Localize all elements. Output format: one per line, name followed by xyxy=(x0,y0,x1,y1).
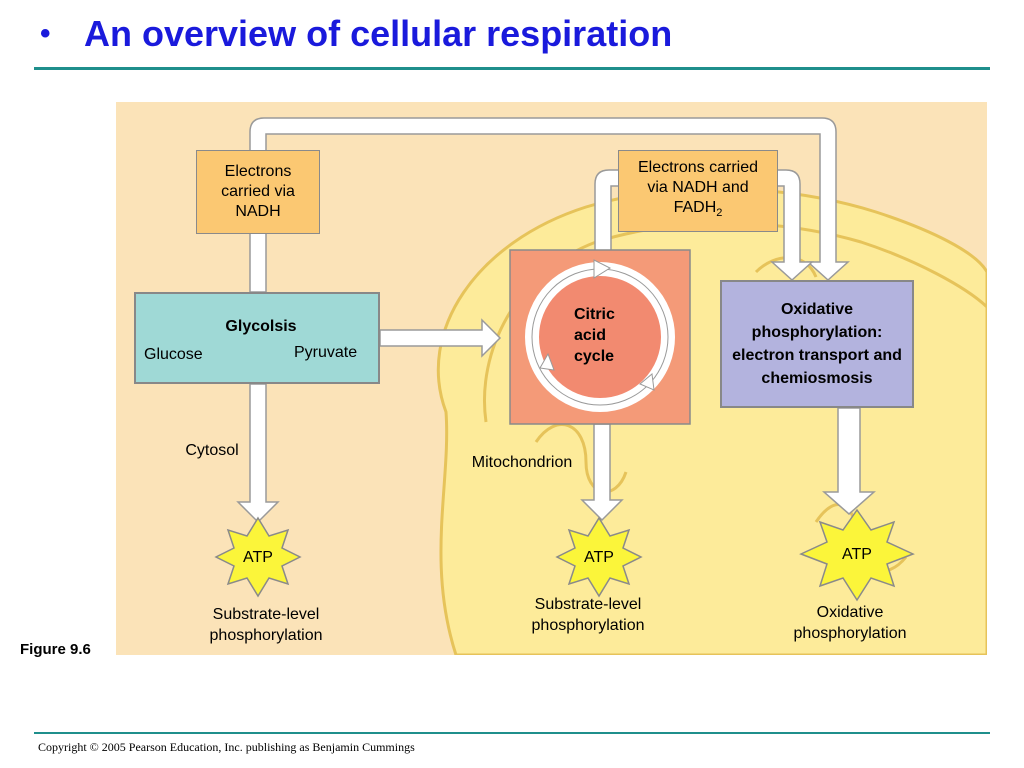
arrow-glycolysis-atp xyxy=(236,383,280,524)
caption-substrate-level-2: Substrate-level phosphorylation xyxy=(531,596,645,634)
slide-title: An overview of cellular respiration xyxy=(84,13,673,54)
glucose-label: Glucose xyxy=(144,346,203,363)
bullet-icon: • xyxy=(40,17,51,50)
electrons-nadh-fadh-line1: Electrons carried xyxy=(637,159,759,177)
arrow-nadh-fadh-loop xyxy=(594,169,814,282)
atp-burst-1 xyxy=(214,516,302,598)
mitochondrion-label: Mitochondrion xyxy=(471,454,573,471)
atp-label-1: ATP xyxy=(243,549,273,566)
electrons-nadh-fadh-box: Electrons carried via NADH and FADH2 xyxy=(618,150,778,232)
glycolysis-title: Glycolsis xyxy=(225,318,297,335)
caption-oxidative: Oxidative phosphorylation xyxy=(793,604,907,642)
cycle-arrowhead-icon xyxy=(593,259,612,279)
oxidative-phosphorylation-box: Oxidative phosphorylation: electron tran… xyxy=(720,280,914,408)
atp-label-3: ATP xyxy=(842,546,872,563)
arrow-pyruvate-citric xyxy=(379,318,502,358)
oxidative-box-label: Oxidative phosphorylation: electron tran… xyxy=(732,301,902,387)
cycle-arrowhead-icon xyxy=(639,373,655,391)
respiration-diagram: Electrons carried via NADH Electrons car… xyxy=(116,102,987,655)
arrow-nadh-loop xyxy=(249,117,850,293)
bottom-divider xyxy=(34,732,990,734)
atp-burst-2 xyxy=(555,516,643,598)
flow-arrows xyxy=(236,117,876,524)
electrons-nadh-fadh-line3: FADH xyxy=(673,199,717,217)
arrow-oxidative-atp xyxy=(822,407,876,515)
atp-burst-3 xyxy=(799,508,915,602)
electrons-nadh-fadh-line2: via NADH and xyxy=(647,179,749,197)
electrons-nadh-label: Electrons carried via NADH xyxy=(221,163,295,220)
cycle-arrowhead-icon xyxy=(539,352,555,371)
atp-label-2: ATP xyxy=(584,549,614,566)
arrow-citric-atp xyxy=(580,423,624,522)
figure-label: Figure 9.6 xyxy=(20,641,91,658)
copyright-text: Copyright © 2005 Pearson Education, Inc.… xyxy=(38,740,415,754)
top-divider xyxy=(34,67,990,70)
cytosol-label: Cytosol xyxy=(185,442,239,459)
electrons-nadh-box: Electrons carried via NADH xyxy=(196,150,320,234)
pyruvate-label: Pyruvate xyxy=(294,344,358,361)
caption-substrate-level-1: Substrate-level phosphorylation xyxy=(209,606,323,644)
citric-acid-cycle-label: Citric acid cycle xyxy=(574,306,615,365)
fadh-subscript: 2 xyxy=(716,207,723,220)
glycolysis-box xyxy=(134,292,380,384)
title-row: • An overview of cellular respiration xyxy=(40,8,672,60)
